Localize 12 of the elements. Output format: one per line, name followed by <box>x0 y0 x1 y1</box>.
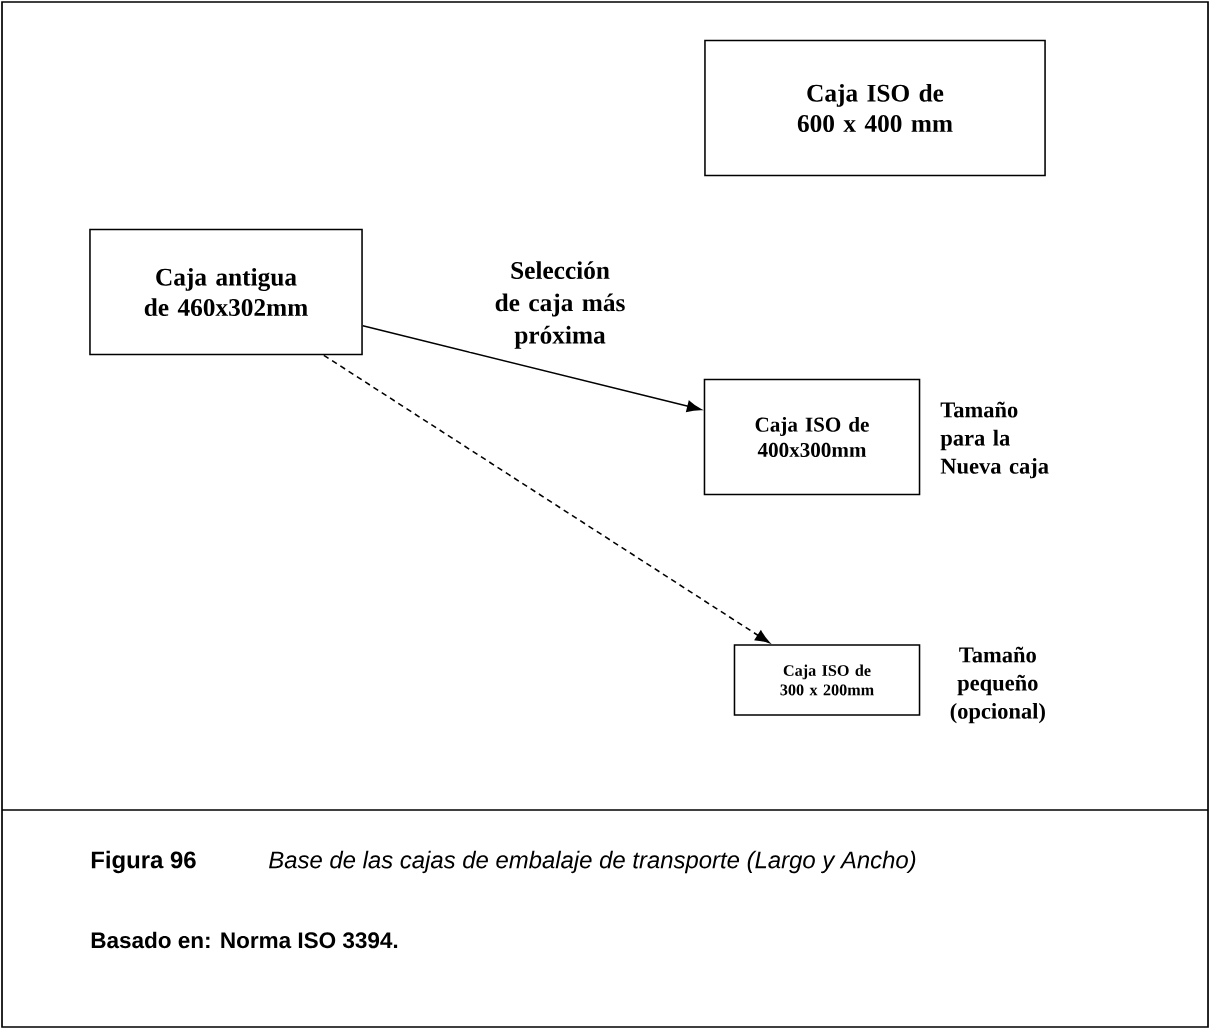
figure-number: Figura 96 <box>91 850 196 874</box>
source-note: Basado en: Norma ISO 3394. <box>91 931 398 949</box>
box: Caja ISO de 600 x 400 mm <box>704 39 1046 177</box>
caption-text: Base de las cajas de embalaje de transporte (Largo y Ancho) <box>269 850 916 874</box>
arrow <box>323 354 770 644</box>
edge-label: Selección de caja más próxima <box>469 258 651 352</box>
arrow <box>362 324 702 412</box>
side-note: Tamaño para la Nueva caja <box>940 401 1049 479</box>
side-note: Tamaño pequeño (opcional) <box>950 646 1045 724</box>
box: Caja ISO de 400x300mm <box>703 378 921 496</box>
box: Caja ISO de 300 x 200mm <box>733 644 921 716</box>
box: Caja antigua de 460x302mm <box>89 228 363 356</box>
